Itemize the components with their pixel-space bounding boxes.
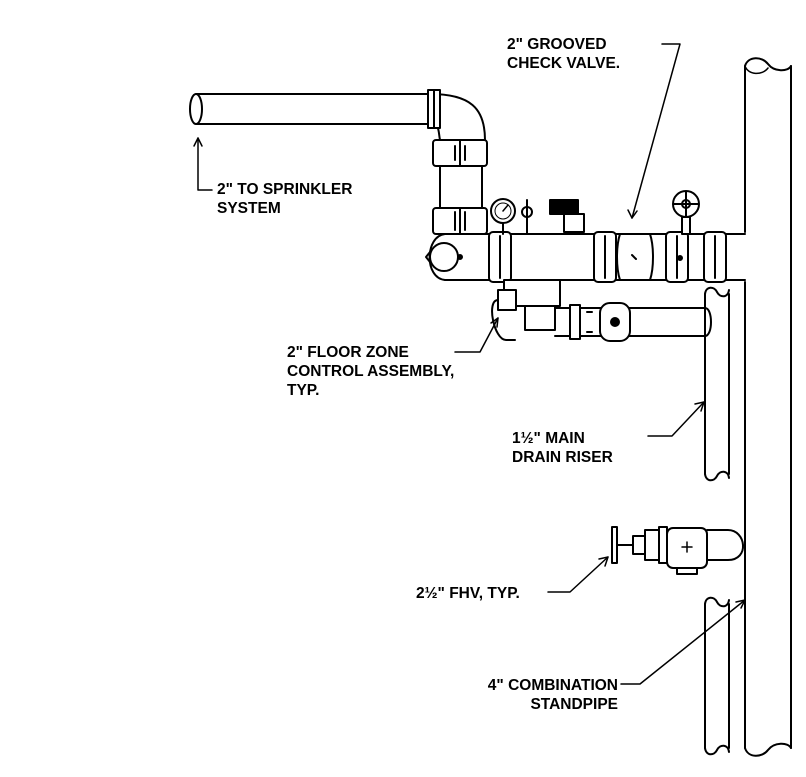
standpipe-riser	[744, 57, 792, 757]
label-line: 2½" FHV, TYP.	[416, 585, 520, 602]
label-fhv: 2½" FHV, TYP.	[416, 584, 520, 603]
label-line: 4" COMBINATION	[487, 677, 618, 694]
label-line: CONTROL ASSEMBLY,	[287, 363, 455, 380]
fire-hose-valve	[611, 526, 744, 575]
label-line: 2" FLOOR ZONE	[287, 344, 409, 361]
main-drain-riser	[704, 286, 730, 756]
label-line: 2" TO SPRINKLER	[217, 181, 353, 198]
label-check-valve: 2" GROOVED CHECK VALVE.	[507, 35, 620, 73]
sprinkler-pipe	[189, 89, 488, 235]
label-main-drain: 1½" MAIN DRAIN RISER	[512, 429, 613, 467]
leader-main-drain	[647, 401, 705, 437]
label-line: STANDPIPE	[530, 696, 618, 713]
label-to-sprinkler: 2" TO SPRINKLER SYSTEM	[217, 180, 352, 218]
leader-lines	[193, 43, 746, 685]
drain-assembly	[491, 279, 712, 342]
leader-check-valve	[631, 43, 681, 219]
label-line: DRAIN RISER	[512, 449, 613, 466]
label-line: CHECK VALVE.	[507, 55, 621, 72]
label-line: SYSTEM	[217, 200, 281, 217]
floor-control-main	[425, 190, 746, 283]
label-line: 1½" MAIN	[512, 430, 585, 447]
label-floor-zone: 2" FLOOR ZONE CONTROL ASSEMBLY, TYP.	[287, 343, 454, 400]
leader-fhv	[547, 556, 609, 593]
leader-standpipe	[620, 599, 746, 685]
label-line: TYP.	[287, 382, 320, 399]
leader-floor-zone	[454, 317, 499, 353]
leader-to-sprinkler	[197, 137, 213, 191]
label-standpipe: 4" COMBINATION STANDPIPE	[446, 676, 618, 714]
label-line: 2" GROOVED	[507, 36, 607, 53]
